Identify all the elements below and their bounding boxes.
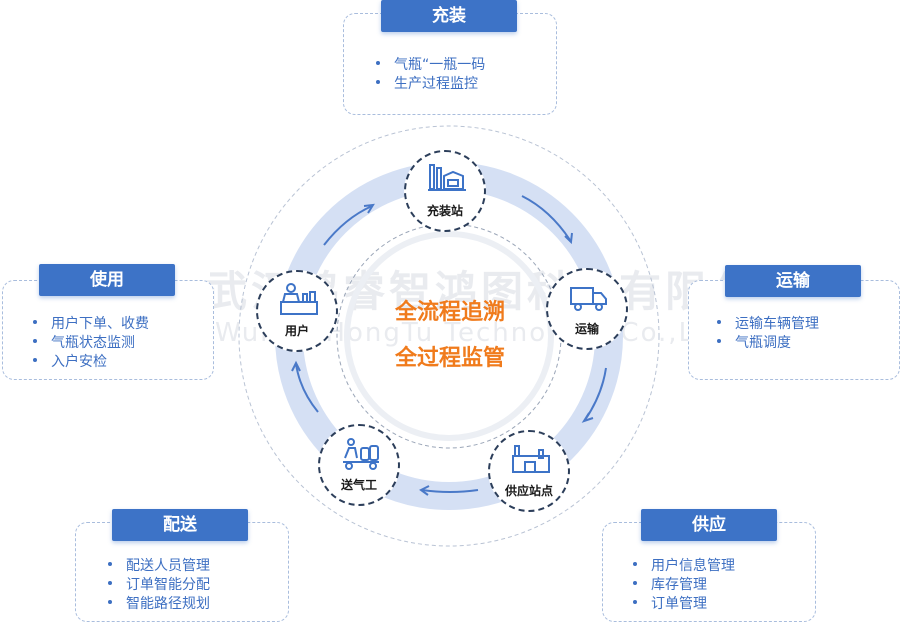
list-item: 生产过程监控 <box>376 75 485 94</box>
inner-dashed-circle <box>336 223 562 449</box>
title-filling: 充装 <box>381 0 517 32</box>
list-item: 气瓶状态监测 <box>33 334 149 353</box>
list-item: 气瓶“一瓶一码 <box>376 56 485 75</box>
node-label-transport: 运输 <box>574 322 599 336</box>
delivery-cart-icon <box>343 438 379 470</box>
arrow-delivery-to-user <box>295 363 319 413</box>
arrowhead-2 <box>581 412 594 423</box>
node-transport[interactable]: 运输 <box>546 268 628 350</box>
transport-list: 运输车辆管理 气瓶调度 <box>717 315 819 353</box>
arrow-supply-to-delivery <box>421 489 479 493</box>
info-box-usage: 用户下单、收费 气瓶状态监测 入户安检 <box>2 280 214 380</box>
node-label-delivery: 送气工 <box>340 478 377 492</box>
info-box-filling: 气瓶“一瓶一码 生产过程监控 <box>343 13 557 115</box>
kitchen-user-icon <box>280 283 318 315</box>
list-item: 入户安检 <box>33 353 149 372</box>
outer-dashed-circle <box>238 125 660 547</box>
arrowhead-4 <box>291 360 301 372</box>
usage-list: 用户下单、收费 气瓶状态监测 入户安检 <box>33 315 149 372</box>
title-supply: 供应 <box>641 509 777 541</box>
node-label-filling: 充装站 <box>426 204 463 218</box>
flow-arrows <box>291 195 607 496</box>
arrowhead-1 <box>564 232 573 245</box>
list-item: 库存管理 <box>633 576 735 595</box>
info-box-transport: 运输车辆管理 气瓶调度 <box>688 280 900 380</box>
list-item: 用户信息管理 <box>633 557 735 576</box>
filling-list: 气瓶“一瓶一码 生产过程监控 <box>376 56 485 94</box>
list-item: 气瓶调度 <box>717 334 819 353</box>
center-title-1: 全流程追溯 <box>394 300 505 325</box>
node-filling-station[interactable]: 充装站 <box>404 150 486 232</box>
node-supply-station[interactable]: 供应站点 <box>488 430 570 512</box>
list-item: 配送人员管理 <box>108 557 210 576</box>
node-user[interactable]: 用户 <box>256 270 338 352</box>
list-item: 订单智能分配 <box>108 576 210 595</box>
list-item: 订单管理 <box>633 595 735 614</box>
arrowhead-3 <box>419 485 430 496</box>
title-transport: 运输 <box>725 265 861 297</box>
title-usage: 使用 <box>39 264 175 296</box>
arrow-filling-to-transport <box>521 195 571 241</box>
node-delivery-worker[interactable]: 送气工 <box>318 424 400 506</box>
node-label-user: 用户 <box>284 324 309 338</box>
title-delivery: 配送 <box>112 509 248 541</box>
list-item: 用户下单、收费 <box>33 315 149 334</box>
supply-list: 用户信息管理 库存管理 订单管理 <box>633 557 735 614</box>
arrowhead-5 <box>363 203 375 214</box>
warehouse-icon <box>512 445 550 473</box>
info-box-supply: 用户信息管理 库存管理 订单管理 <box>602 522 816 622</box>
inner-shadow-circle <box>344 231 554 441</box>
truck-icon <box>570 287 607 311</box>
arrow-user-to-filling <box>323 205 373 246</box>
list-item: 运输车辆管理 <box>717 315 819 334</box>
factory-icon <box>428 164 466 191</box>
delivery-list: 配送人员管理 订单智能分配 智能路径规划 <box>108 557 210 614</box>
center-title-2: 全过程监管 <box>394 346 505 371</box>
node-label-supply: 供应站点 <box>504 484 553 498</box>
list-item: 智能路径规划 <box>108 595 210 614</box>
